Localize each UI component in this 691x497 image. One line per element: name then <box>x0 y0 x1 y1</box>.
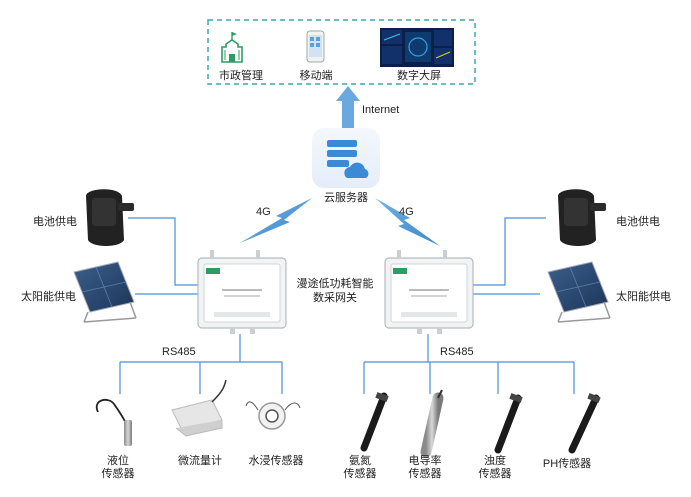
solar-left-label: 太阳能供电 <box>21 291 76 303</box>
cellular-left-bolt <box>240 198 312 243</box>
turbidity-sensor-icon <box>494 393 523 454</box>
power-lines-right <box>468 217 546 295</box>
dashboard-screen-icon <box>380 28 454 67</box>
level-sensor-icon <box>95 398 132 446</box>
rs485-left-label: RS485 <box>162 346 196 358</box>
cloud-server-icon <box>312 128 380 188</box>
ammonia-label-line2: 传感器 <box>343 468 377 480</box>
conductivity-label-line2: 传感器 <box>408 468 442 480</box>
mobile-phone-icon <box>306 30 325 63</box>
flowmeter-label: 微流量计 <box>178 455 222 467</box>
mobile-label: 移动端 <box>299 70 333 82</box>
battery-left <box>86 189 134 246</box>
big-screen-label: 数字大屏 <box>397 70 441 82</box>
rs485-right-label: RS485 <box>440 346 474 358</box>
conductivity-sensor-icon <box>420 389 444 458</box>
turbidity-label-line2: 传感器 <box>478 468 512 480</box>
ph-sensor-label: PH传感器 <box>542 458 592 470</box>
battery-right-label: 电池供电 <box>616 216 660 228</box>
micro-flowmeter-icon <box>171 379 227 437</box>
internet-arrow <box>336 86 360 128</box>
municipal-building-icon <box>221 32 243 63</box>
municipal-label: 市政管理 <box>219 70 263 82</box>
cellular-right-label: 4G <box>399 206 414 218</box>
rs485-bus-left <box>119 334 283 394</box>
solar-right-label: 太阳能供电 <box>616 291 671 303</box>
sensor-label: 微流量计 <box>178 455 222 468</box>
sensor-label: 液位 传感器 <box>102 455 135 481</box>
cloud-server-label: 云服务器 <box>324 192 368 204</box>
immersion-sensor-label: 水浸传感器 <box>248 455 304 467</box>
conductivity-label-line1: 电导率 <box>408 455 442 467</box>
ammonia-label-line1: 氨氮 <box>349 455 371 467</box>
sensor-label: 水浸传感器 <box>249 455 304 468</box>
cellular-left-label: 4G <box>256 206 271 218</box>
battery-left-label: 电池供电 <box>33 216 77 228</box>
gateway-caption-line1: 漫途低功耗智能 <box>296 278 374 290</box>
solar-panel-left <box>73 261 137 323</box>
power-lines-left <box>128 217 198 295</box>
internet-label: Internet <box>362 104 400 116</box>
sensor-label: 电导率 传感器 <box>409 455 442 481</box>
gateway-device-left <box>197 250 287 334</box>
level-sensor-label-line2: 传感器 <box>101 468 135 480</box>
gateway-caption-line2: 数采网关 <box>313 292 357 304</box>
ammonia-nitrogen-sensor-icon <box>360 392 389 452</box>
sensor-label: 氨氮 传感器 <box>344 455 377 481</box>
solar-panel-right <box>547 261 611 323</box>
rs485-bus-right <box>363 334 575 394</box>
water-immersion-sensor-icon <box>245 401 301 430</box>
sensor-label: 浊度 传感器 <box>479 455 512 481</box>
application-layer-box <box>207 19 476 85</box>
turbidity-label-line1: 浊度 <box>484 455 506 467</box>
cellular-right-bolt <box>375 198 440 246</box>
level-sensor-label-line1: 液位 <box>107 455 129 467</box>
ph-sensor-icon <box>568 392 601 454</box>
sensor-label: PH传感器 <box>543 458 591 471</box>
gateway-device-right <box>384 250 474 334</box>
battery-right <box>558 189 606 246</box>
